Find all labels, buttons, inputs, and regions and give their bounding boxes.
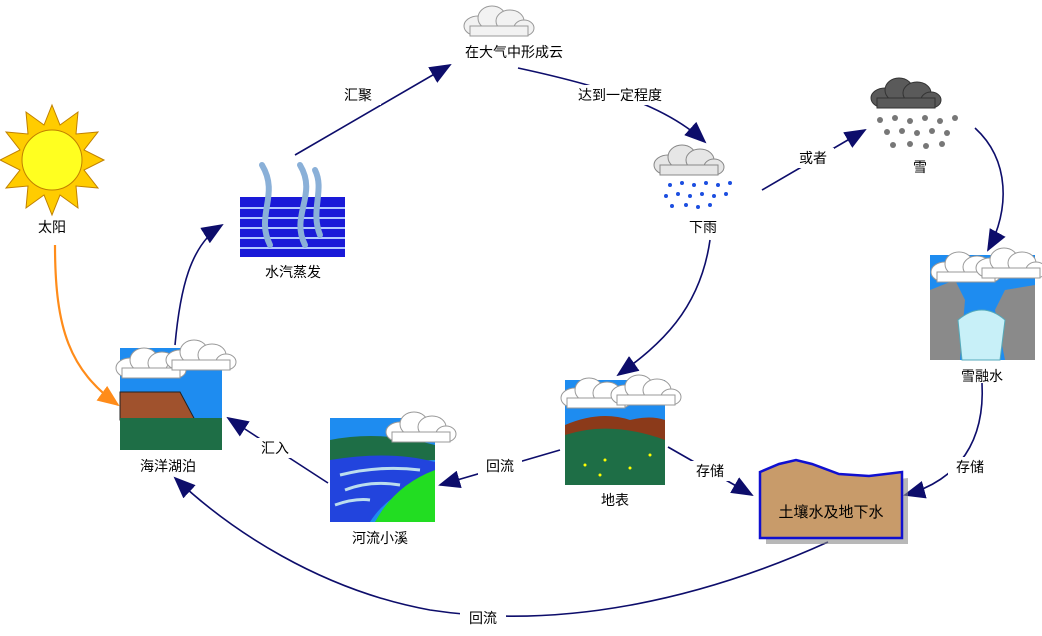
edge-label-return-surface: 回流: [486, 459, 514, 475]
soil-groundwater-box: [758, 458, 904, 540]
ocean-lake-node: 海洋湖泊: [115, 339, 237, 475]
edge-label-gather: 汇聚: [344, 88, 372, 104]
edge-label-store-surface: 存储: [696, 464, 724, 480]
rain-label: 下雨: [689, 220, 717, 236]
edge-snow-to-snowmelt: [974, 127, 1006, 252]
sun-icon: [0, 103, 106, 217]
soil-groundwater-node: 土壤水及地下水: [758, 458, 908, 544]
edge-sun-to-ocean: [53, 244, 120, 407]
cloud-label: 在大气中形成云: [465, 45, 563, 61]
river-node: 河流小溪: [330, 411, 457, 547]
edge-label-flow-into: 汇入: [261, 441, 289, 457]
edge-snowmelt-to-soil: [903, 382, 983, 499]
surface-label: 地表: [601, 493, 629, 509]
cloud-icon: [463, 5, 535, 37]
rain-icon: [653, 144, 732, 209]
rain-node: 下雨: [653, 144, 732, 236]
edge-label-reach-level: 达到一定程度: [578, 88, 662, 104]
soil-groundwater-label: 土壤水及地下水: [778, 503, 883, 521]
ocean-lake-icon: [115, 339, 237, 450]
river-label: 河流小溪: [352, 531, 408, 547]
edge-soil-to-ocean: [173, 476, 829, 617]
evaporation-node: 水汽蒸发: [240, 162, 345, 281]
sun-node: 太阳: [0, 103, 106, 236]
sun-label: 太阳: [38, 220, 66, 236]
evaporation-label: 水汽蒸发: [265, 265, 321, 281]
edge-label-store-snowmelt: 存储: [956, 460, 984, 476]
edge-label-or: 或者: [799, 151, 827, 167]
snowmelt-label: 雪融水: [961, 369, 1003, 385]
edge-ocean-to-evaporation: [174, 223, 224, 346]
river-icon: [330, 411, 457, 522]
surface-node: 地表: [560, 374, 682, 509]
surface-icon: [560, 374, 682, 485]
snowmelt-icon: [930, 247, 1042, 361]
edge-evaporation-to-cloud: [294, 63, 452, 156]
edge-labels: 汇聚 达到一定程度 或者 存储 存储 回流 汇入 回流: [253, 85, 992, 628]
snow-icon: [870, 77, 958, 149]
snow-label: 雪: [913, 160, 927, 176]
edge-label-return-soil: 回流: [469, 611, 497, 627]
ocean-lake-label: 海洋湖泊: [140, 459, 196, 475]
cloud-node: 在大气中形成云: [463, 5, 563, 61]
edge-rain-to-surface: [616, 239, 711, 377]
snow-node: 雪: [870, 77, 958, 176]
evaporation-icon: [240, 162, 345, 257]
snowmelt-node: 雪融水: [930, 247, 1042, 385]
